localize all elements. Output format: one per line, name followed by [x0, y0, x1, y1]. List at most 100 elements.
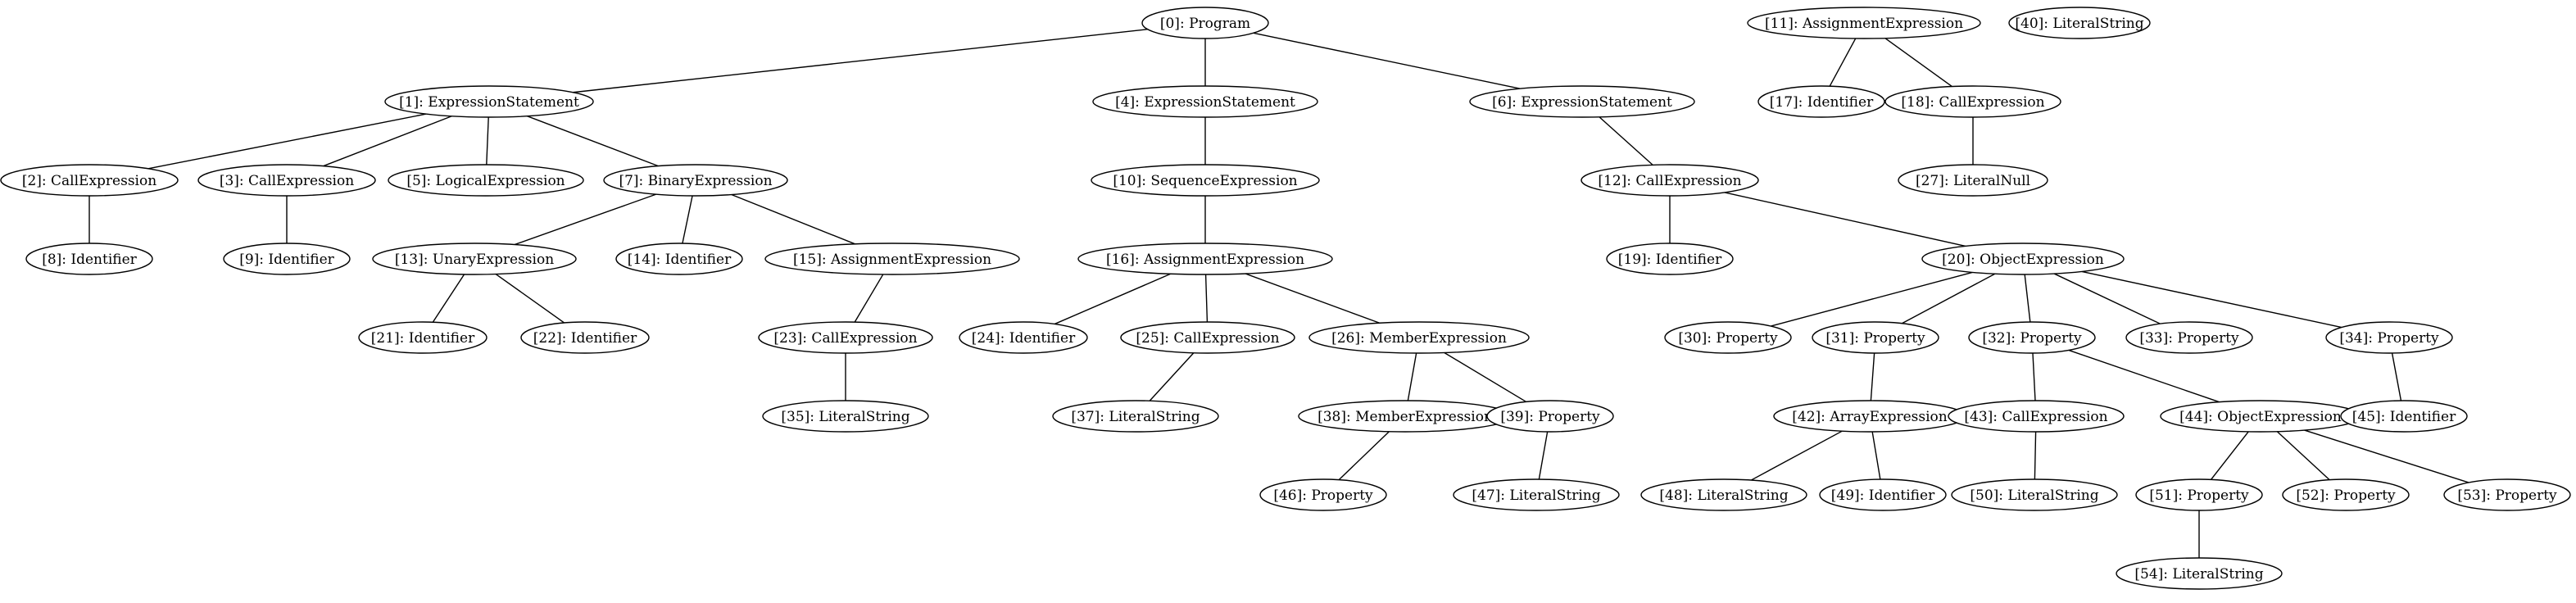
- node-26: [26]: MemberExpression: [1308, 321, 1530, 354]
- edge-32-43: [2032, 352, 2036, 401]
- node-ellipse: [1664, 321, 1792, 354]
- node-ellipse: [764, 243, 1020, 275]
- edge-16-24: [1054, 273, 1172, 325]
- node-31: [31]: Property: [1812, 321, 1939, 354]
- node-label: [52]: Property: [2296, 487, 2396, 504]
- node-ellipse: [1091, 164, 1320, 197]
- node-ellipse: [959, 321, 1088, 354]
- node-17: [17]: Identifier: [1757, 85, 1885, 118]
- node-27: [27]: LiteralNull: [1898, 164, 2048, 197]
- edge-11-18: [1884, 38, 1952, 88]
- edge-0-6: [1253, 32, 1521, 89]
- node-33: [33]: Property: [2125, 321, 2253, 354]
- node-label: [37]: LiteralString: [1071, 409, 1200, 425]
- node-label: [54]: LiteralString: [2134, 566, 2263, 583]
- edge-44-53: [2304, 429, 2469, 483]
- node-label: [35]: LiteralString: [781, 409, 909, 425]
- node-label: [45]: Identifier: [2352, 409, 2456, 425]
- edge-7-13: [514, 193, 657, 246]
- node-38: [38]: MemberExpression: [1298, 400, 1512, 433]
- node-ellipse: [762, 400, 929, 433]
- node-label: [32]: Property: [1982, 330, 2082, 347]
- node-label: [19]: Identifier: [1618, 252, 1722, 268]
- node-ellipse: [2116, 557, 2283, 590]
- node-label: [53]: Property: [2457, 487, 2557, 504]
- node-label: [34]: Property: [2339, 330, 2439, 347]
- edge-20-32: [2024, 274, 2031, 323]
- node-23: [23]: CallExpression: [758, 321, 933, 354]
- node-ellipse: [758, 321, 933, 354]
- edges-layer: [88, 29, 2469, 558]
- node-4: [4]: ExpressionStatement: [1092, 85, 1318, 118]
- node-51: [51]: Property: [2135, 478, 2263, 511]
- node-ellipse: [1092, 85, 1318, 118]
- node-label: [30]: Property: [1678, 330, 1778, 347]
- node-ellipse: [1747, 7, 1981, 39]
- node-ellipse: [1141, 7, 1269, 39]
- node-9: [9]: Identifier: [223, 243, 351, 275]
- node-label: [12]: CallExpression: [1598, 173, 1741, 189]
- node-52: [52]: Property: [2282, 478, 2410, 511]
- edge-1-7: [527, 116, 659, 167]
- edge-6-12: [1599, 116, 1653, 165]
- edge-43-50: [2034, 431, 2037, 480]
- node-24: [24]: Identifier: [959, 321, 1088, 354]
- edge-1-3: [323, 116, 452, 167]
- node-label: [25]: CallExpression: [1136, 330, 1279, 347]
- edge-39-47: [1538, 431, 1549, 480]
- node-5: [5]: LogicalExpression: [388, 164, 584, 197]
- node-ellipse: [2135, 478, 2263, 511]
- node-ellipse: [2340, 400, 2468, 433]
- node-label: [39]: Property: [1500, 409, 1600, 425]
- node-ellipse: [25, 243, 153, 275]
- node-label: [11]: AssignmentExpression: [1765, 16, 1963, 32]
- node-7: [7]: BinaryExpression: [603, 164, 788, 197]
- node-label: [38]: MemberExpression: [1317, 409, 1493, 425]
- node-label: [31]: Property: [1825, 330, 1925, 347]
- edge-42-49: [1871, 431, 1881, 480]
- edge-12-20: [1724, 192, 1966, 247]
- node-ellipse: [1453, 478, 1620, 511]
- edge-0-1: [573, 29, 1148, 93]
- node-48: [48]: LiteralString: [1640, 478, 1807, 511]
- node-label: [17]: Identifier: [1770, 94, 1874, 111]
- node-label: [2]: CallExpression: [22, 173, 156, 189]
- node-25: [25]: CallExpression: [1120, 321, 1295, 354]
- edge-42-48: [1750, 430, 1843, 481]
- node-40: [40]: LiteralString: [2008, 7, 2151, 39]
- node-37: [37]: LiteralString: [1052, 400, 1219, 433]
- node-label: [13]: UnaryExpression: [395, 252, 554, 268]
- edge-32-44: [2068, 349, 2220, 403]
- node-label: [42]: ArrayExpression: [1792, 409, 1947, 425]
- node-label: [9]: Identifier: [239, 252, 334, 268]
- node-ellipse: [1757, 85, 1885, 118]
- node-label: [22]: Identifier: [533, 330, 637, 347]
- nodes-layer: [0]: Program[1]: ExpressionStatement[4]:…: [0, 7, 2571, 590]
- node-21: [21]: Identifier: [358, 321, 488, 354]
- node-label: [26]: MemberExpression: [1331, 330, 1507, 347]
- node-ellipse: [1486, 400, 1614, 433]
- node-ellipse: [615, 243, 743, 275]
- node-label: [8]: Identifier: [42, 252, 137, 268]
- node-ellipse: [1606, 243, 1734, 275]
- node-ellipse: [1120, 321, 1295, 354]
- node-16: [16]: AssignmentExpression: [1077, 243, 1333, 275]
- node-6: [6]: ExpressionStatement: [1469, 85, 1695, 118]
- node-label: [43]: CallExpression: [1964, 409, 2107, 425]
- node-8: [8]: Identifier: [25, 243, 153, 275]
- node-ellipse: [1640, 478, 1807, 511]
- node-ellipse: [384, 85, 594, 118]
- edge-1-2: [147, 113, 427, 170]
- node-label: [49]: Identifier: [1831, 487, 1935, 504]
- node-ellipse: [1052, 400, 1219, 433]
- node-15: [15]: AssignmentExpression: [764, 243, 1020, 275]
- node-2: [2]: CallExpression: [0, 164, 179, 197]
- node-label: [51]: Property: [2149, 487, 2249, 504]
- edge-13-21: [432, 274, 465, 323]
- node-label: [18]: CallExpression: [1901, 94, 2044, 111]
- node-49: [49]: Identifier: [1819, 478, 1947, 511]
- node-label: [40]: LiteralString: [2015, 16, 2143, 32]
- node-10: [10]: SequenceExpression: [1091, 164, 1320, 197]
